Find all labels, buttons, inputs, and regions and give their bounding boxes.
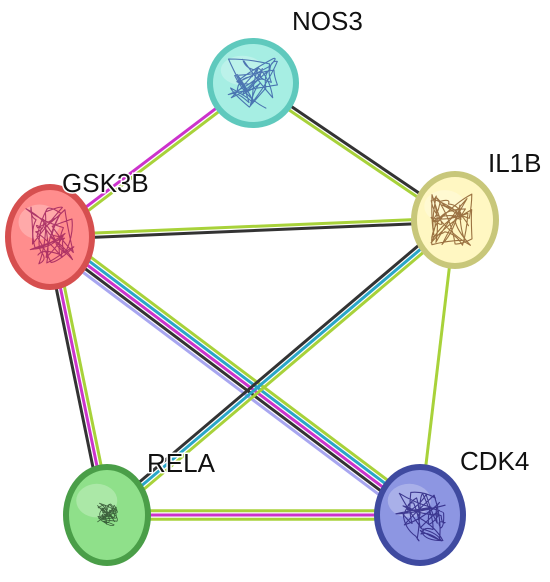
protein-structure-icon <box>430 193 473 246</box>
node-rela[interactable] <box>63 464 151 566</box>
node-il1b[interactable] <box>411 171 499 269</box>
protein-structure-icon <box>395 491 446 542</box>
node-cdk4[interactable] <box>374 464 466 566</box>
edge-evidence-line <box>54 229 426 510</box>
edge-gsk3b-il1b <box>49 216 456 241</box>
edge-evidence-line <box>51 232 424 513</box>
node-highlight <box>220 55 264 86</box>
edge-evidence-line <box>108 222 459 520</box>
nodes-layer <box>5 38 499 566</box>
edge-evidence-line <box>106 218 456 517</box>
node-nos3[interactable] <box>207 38 299 128</box>
label-il1b: IL1B <box>488 148 542 178</box>
edge-evidence-line <box>50 220 456 241</box>
label-nos3: NOS3 <box>292 6 363 36</box>
labels-layer: NOS3 GSK3B IL1B RELA CDK4 <box>61 5 544 480</box>
edge-evidence-line <box>44 242 416 523</box>
label-gsk3b: GSK3B <box>62 168 149 198</box>
edge-evidence-line <box>103 215 454 513</box>
label-rela: RELA <box>147 448 216 478</box>
protein-structure-icon <box>97 502 118 527</box>
edge-gsk3b-cdk4 <box>44 229 426 523</box>
protein-structure-icon <box>227 57 278 109</box>
edge-evidence-line <box>46 239 419 520</box>
edge-evidence-line <box>49 216 455 237</box>
label-cdk4: CDK4 <box>460 446 529 476</box>
edge-il1b-rela <box>103 215 459 520</box>
node-highlight <box>76 483 118 518</box>
node-gsk3b[interactable] <box>5 184 95 290</box>
edge-rela-cdk4 <box>107 509 420 521</box>
protein-structure-icon <box>25 206 75 265</box>
edge-evidence-line <box>49 235 421 517</box>
edges-layer <box>44 80 459 523</box>
